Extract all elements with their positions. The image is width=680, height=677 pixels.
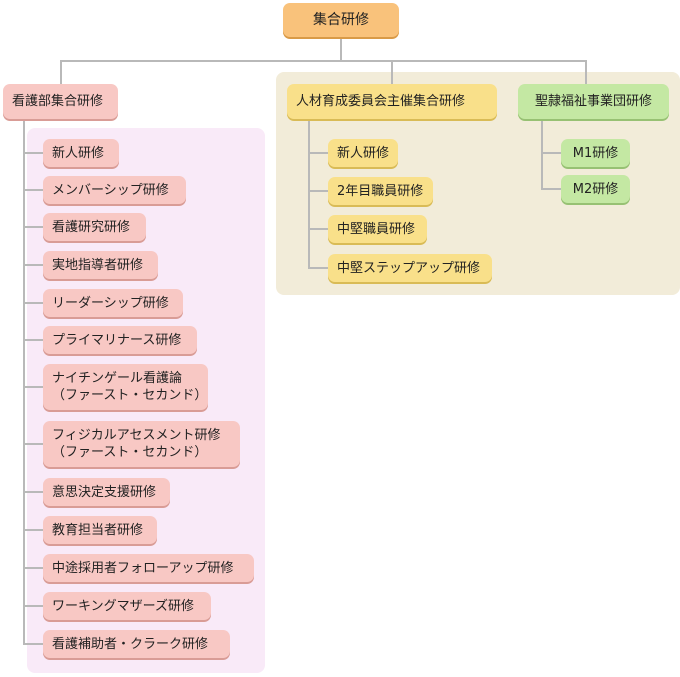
connector-top-bar: [60, 60, 586, 62]
connector-tick: [23, 443, 43, 445]
group-header-nursing: 看護部集合研修: [3, 84, 118, 119]
nursing-item: メンバーシップ研修: [43, 176, 186, 204]
connector-tick: [23, 152, 43, 154]
nursing-item: プライマリナース研修: [43, 326, 197, 354]
committee-item: 中堅ステップアップ研修: [328, 254, 492, 282]
nursing-item: リーダーシップ研修: [43, 289, 183, 317]
connector-tick: [23, 567, 43, 569]
connector-committee-trunk: [308, 120, 310, 268]
connector-tick: [23, 264, 43, 266]
connector-tick: [23, 302, 43, 304]
connector-tick: [541, 152, 561, 154]
connector-root-down: [340, 37, 342, 61]
connector-tick: [23, 643, 43, 645]
connector-to-committee: [391, 60, 393, 84]
group-header-corporate: 聖隷福祉事業団研修: [518, 84, 669, 119]
nursing-item: 教育担当者研修: [43, 516, 157, 544]
nursing-item: 看護研究研修: [43, 213, 146, 241]
connector-tick: [23, 605, 43, 607]
nursing-item: 意思決定支援研修: [43, 478, 170, 506]
connector-tick: [23, 226, 43, 228]
nursing-item: 看護補助者・クラーク研修: [43, 630, 230, 658]
corporate-item: M2研修: [561, 175, 630, 203]
connector-tick: [23, 491, 43, 493]
connector-tick: [23, 189, 43, 191]
committee-item: 中堅職員研修: [328, 215, 427, 243]
nursing-item: フィジカルアセスメント研修 （ファースト・セカンド）: [43, 421, 240, 467]
root-node: 集合研修: [283, 3, 399, 37]
connector-tick: [23, 386, 43, 388]
connector-tick: [308, 190, 328, 192]
connector-to-nursing: [60, 60, 62, 84]
nursing-item: 中途採用者フォローアップ研修: [43, 554, 254, 582]
connector-tick: [308, 152, 328, 154]
connector-tick: [23, 529, 43, 531]
connector-corporate-trunk: [541, 120, 543, 189]
connector-tick: [308, 228, 328, 230]
connector-nursing-trunk: [23, 120, 25, 644]
nursing-item: 新人研修: [43, 139, 119, 167]
connector-tick: [308, 267, 328, 269]
committee-item: 新人研修: [328, 139, 398, 167]
connector-tick: [23, 339, 43, 341]
connector-to-corporate: [585, 60, 587, 84]
nursing-item: 実地指導者研修: [43, 251, 158, 279]
group-header-committee: 人材育成委員会主催集合研修: [287, 84, 497, 119]
nursing-item: ナイチンゲール看護論 （ファースト・セカンド）: [43, 364, 208, 410]
connector-tick: [541, 188, 561, 190]
nursing-item: ワーキングマザーズ研修: [43, 592, 211, 620]
committee-item: 2年目職員研修: [328, 177, 433, 205]
corporate-item: M1研修: [561, 139, 630, 167]
